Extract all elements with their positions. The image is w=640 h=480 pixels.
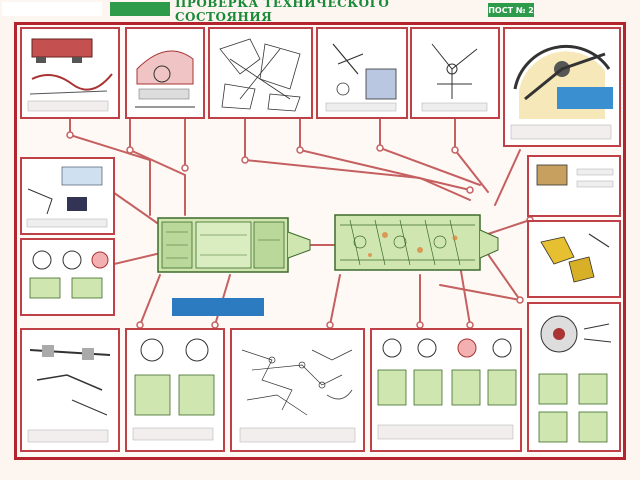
- truck-front-icon: [538, 373, 608, 443]
- panel-tire-pressure: [125, 328, 225, 452]
- header-left-caption: [2, 2, 102, 16]
- panel-brake-pads: [527, 220, 621, 298]
- panel-electrical-wiring: [230, 328, 365, 452]
- panel-vehicle-side-view: [20, 27, 120, 119]
- panel-steering-wheel-check: [503, 27, 621, 147]
- header-left-badge: [110, 2, 170, 16]
- panel-fuel-system: [20, 157, 115, 235]
- panel-hydraulic-check: [316, 27, 408, 119]
- panel-engine-bay: [208, 27, 313, 119]
- post-number-badge: ПОСТ № 2: [488, 3, 534, 17]
- info-note-box: [172, 298, 264, 316]
- panel-steering-linkage: [410, 27, 500, 119]
- vehicle-chassis-icon: [334, 214, 499, 271]
- panel-cab-inspection: [125, 27, 205, 119]
- panel-lights-check: [370, 328, 522, 452]
- panel-wheel-checks: [20, 238, 115, 316]
- vehicle-top-view-icon: [157, 217, 311, 273]
- brake-assembly-icon: [540, 233, 610, 283]
- panel-wheel-hub: [527, 302, 621, 452]
- panel-axle-check: [20, 328, 120, 452]
- panel-battery-check: [527, 155, 621, 217]
